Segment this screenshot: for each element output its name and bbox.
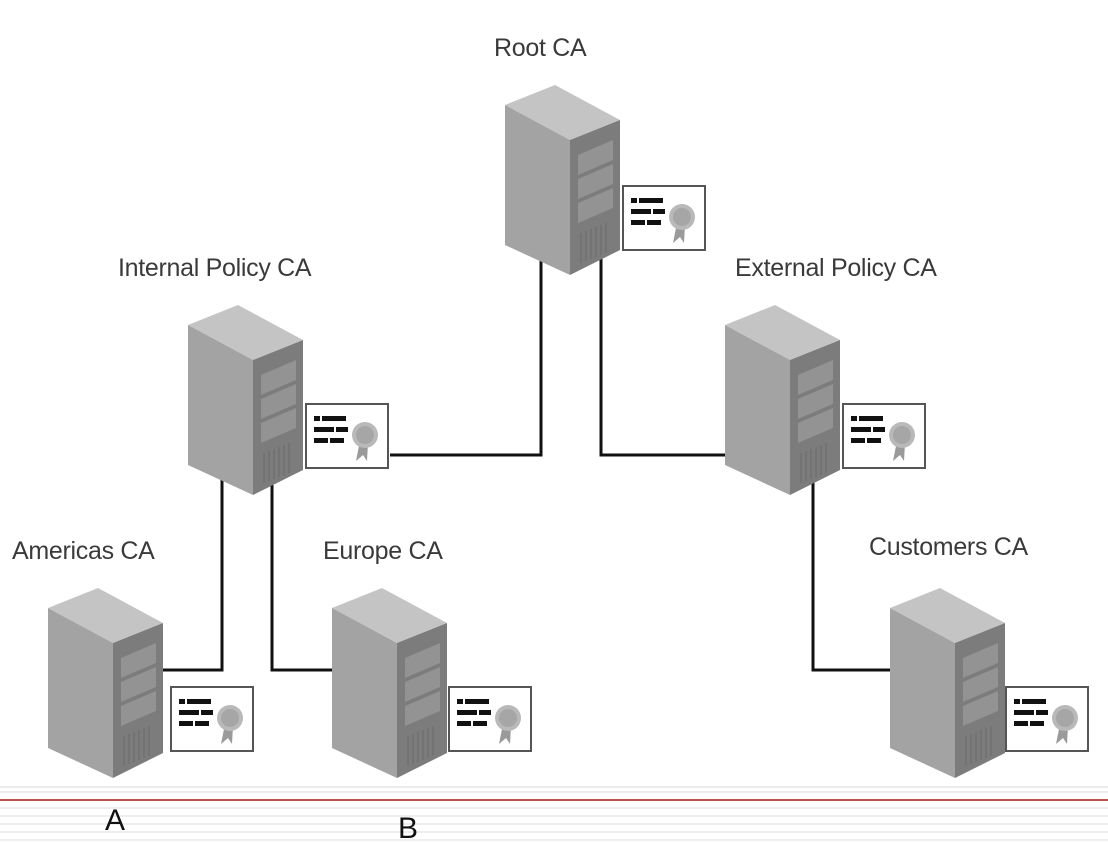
marker-b: B: [398, 812, 419, 845]
external-policy-ca-server-icon: [724, 304, 841, 496]
customers-ca-certificate-icon: [1005, 686, 1089, 752]
external-policy-ca-certificate-icon: [842, 403, 926, 469]
connector-lines: [157, 255, 890, 672]
americas-ca-server-icon: [47, 587, 164, 779]
root-ca-server-icon: [504, 84, 621, 276]
internal-policy-ca-server-icon: [187, 304, 304, 496]
internal-policy-ca-label: Internal Policy CA: [118, 254, 312, 282]
europe-ca-certificate-icon: [448, 686, 532, 752]
americas-ca-certificate-icon: [170, 686, 254, 752]
root-ca-certificate-icon: [622, 185, 706, 251]
connector-internal-americas: [157, 470, 224, 672]
customers-ca-server-icon: [889, 587, 1006, 779]
marker-a: A: [105, 804, 126, 837]
connector-root-internal: [390, 255, 543, 457]
bottom-rules: [0, 786, 1108, 841]
europe-ca-label: Europe CA: [323, 537, 443, 565]
root-ca-label: Root CA: [494, 34, 587, 62]
americas-ca-label: Americas CA: [12, 537, 155, 565]
customers-ca-label: Customers CA: [869, 533, 1028, 561]
europe-ca-server-icon: [331, 587, 448, 779]
connector-external-customers: [811, 470, 890, 672]
external-policy-ca-label: External Policy CA: [735, 254, 937, 282]
connector-root-external: [599, 255, 730, 457]
internal-policy-ca-certificate-icon: [305, 403, 389, 469]
connector-internal-europe: [270, 480, 335, 672]
